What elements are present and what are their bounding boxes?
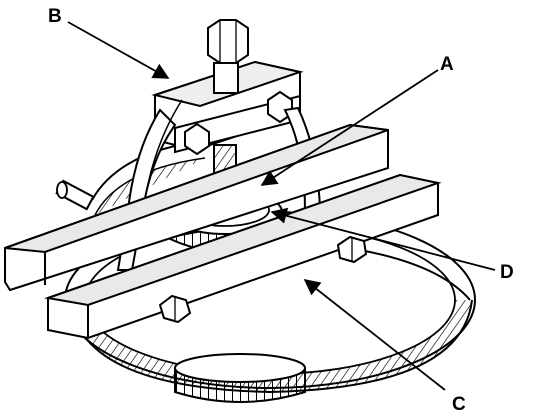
lower-bearing: [174, 353, 306, 403]
callout-c: C: [452, 394, 466, 415]
callout-d: D: [500, 262, 514, 283]
callout-b: B: [48, 6, 62, 27]
side-pin: [55, 179, 95, 211]
clamp-bolt-right: [336, 235, 368, 264]
leader-lines: [67, 21, 496, 391]
callout-a: A: [440, 54, 454, 75]
clamp-bolt-left: [158, 294, 192, 324]
